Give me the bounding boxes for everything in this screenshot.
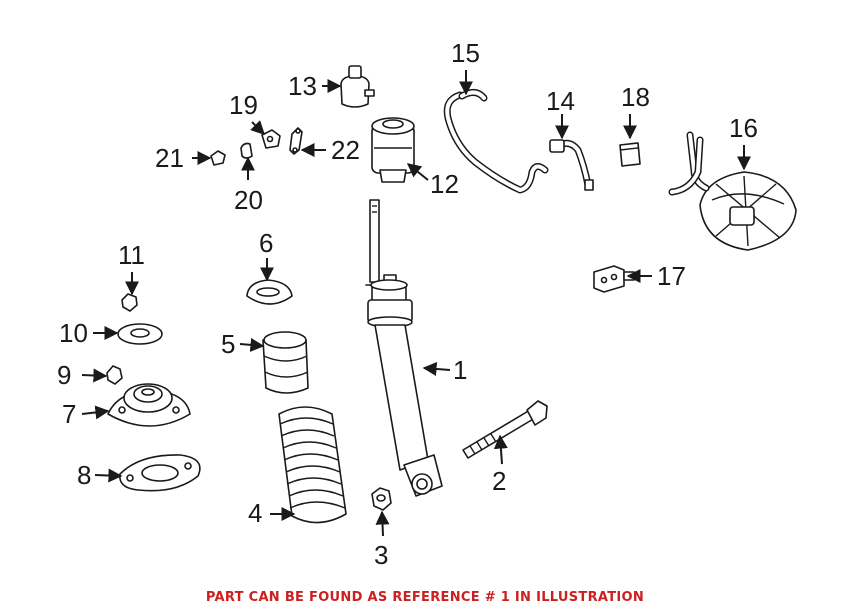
callout-1: 1 [453, 355, 467, 385]
callout-13: 13 [288, 71, 317, 101]
callout-7: 7 [62, 399, 76, 429]
sensor-line-part [549, 139, 594, 191]
strut-mount-part [107, 383, 191, 427]
footer-note: PART CAN BE FOUND AS REFERENCE # 1 IN IL… [205, 590, 645, 605]
callout-8: 8 [77, 460, 91, 490]
callout-12: 12 [430, 169, 459, 199]
callout-10: 10 [59, 318, 88, 348]
reservoir-part [340, 65, 375, 108]
callout-14: 14 [546, 86, 575, 116]
bump-stop-part [262, 331, 309, 394]
nut-part [371, 487, 392, 511]
callout-17: 17 [657, 261, 686, 291]
housing-part [668, 131, 797, 251]
fastener-part [210, 150, 226, 166]
shock-absorber-part [365, 199, 443, 497]
callout-3: 3 [374, 540, 388, 570]
callout-16: 16 [729, 113, 758, 143]
callout-2: 2 [492, 466, 506, 496]
callout-5: 5 [221, 329, 235, 359]
air-line-part [443, 89, 549, 194]
top-nut-part [121, 293, 138, 312]
upper-cap-part [246, 279, 293, 305]
callout-18: 18 [621, 82, 650, 112]
callout-9: 9 [57, 360, 71, 390]
washer-part [117, 323, 163, 345]
air-spring-part [371, 117, 415, 183]
leader-arrows [81, 70, 751, 537]
module-part [619, 142, 641, 167]
callout-11: 11 [118, 240, 145, 270]
bolt-part [462, 400, 548, 459]
dust-boot-part [278, 406, 347, 524]
clip-part [261, 129, 281, 149]
small-nut-part [106, 365, 123, 385]
callout-19: 19 [229, 90, 258, 120]
bracket-part [593, 265, 635, 293]
small-clip-part [240, 142, 253, 159]
callout-21: 21 [155, 143, 184, 173]
gasket-part [119, 454, 201, 492]
callout-4: 4 [248, 498, 262, 528]
link-part [289, 127, 303, 155]
callout-22: 22 [331, 135, 360, 165]
callout-6: 6 [259, 228, 273, 258]
callout-20: 20 [234, 185, 263, 215]
callout-15: 15 [451, 38, 480, 68]
